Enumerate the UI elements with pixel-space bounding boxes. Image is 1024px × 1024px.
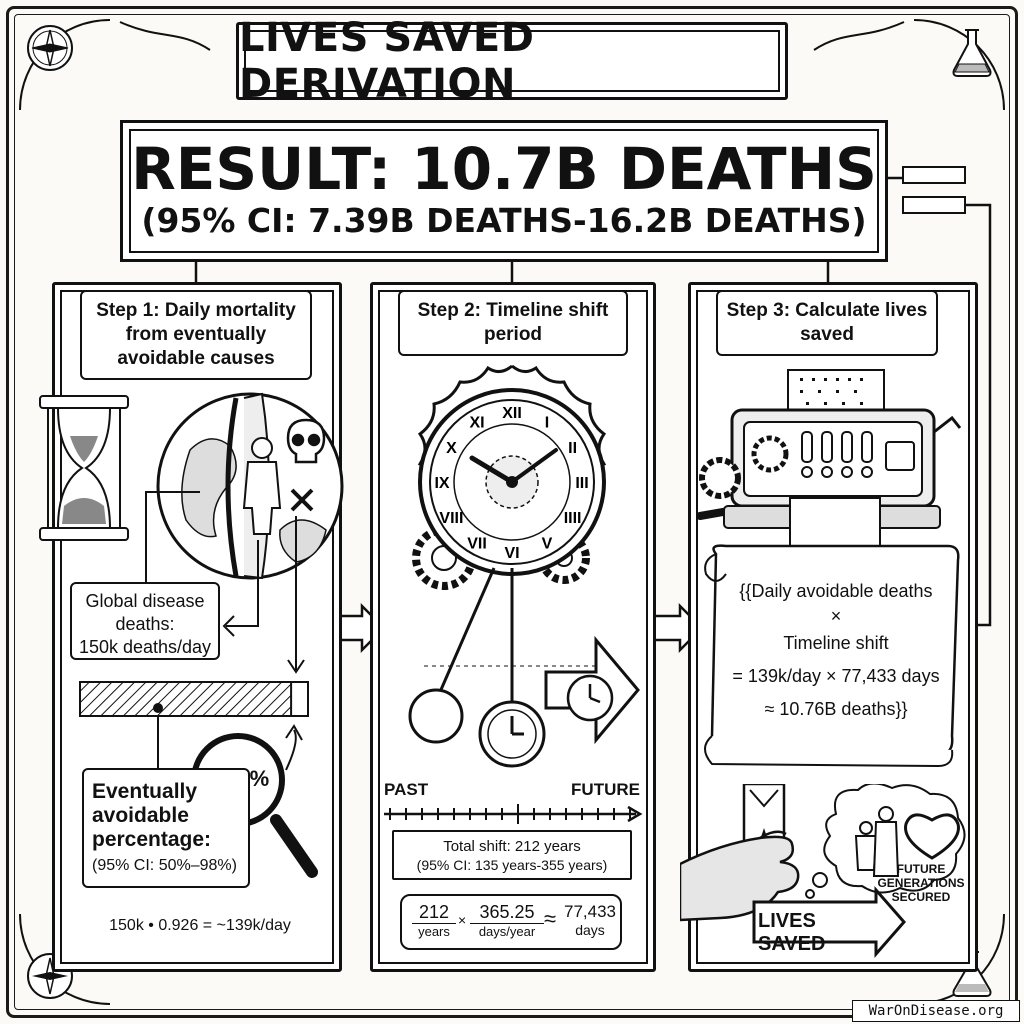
future-line-3: SECURED bbox=[891, 890, 951, 904]
avoidable-percentage-bar bbox=[79, 681, 309, 717]
clock-numeral: IX bbox=[434, 475, 449, 492]
future-line-1: FUTURE bbox=[896, 862, 946, 876]
eq-approx: ≈ bbox=[544, 906, 557, 931]
lives-saved-arrow bbox=[752, 886, 906, 958]
eq-days-per-year: 365.25 days/year bbox=[470, 902, 544, 939]
avoidable-ci: (95% CI: 50%–98%) bbox=[92, 857, 237, 874]
avoidable-label-1: Eventually bbox=[92, 780, 198, 803]
global-disease-deaths-label-2: deaths: bbox=[115, 614, 175, 634]
equals-bar-bottom bbox=[902, 196, 966, 214]
eq-total-days-value: 77,433 bbox=[564, 902, 616, 921]
watermark: WarOnDisease.org bbox=[852, 1000, 1020, 1022]
calculation-scroll bbox=[704, 544, 960, 768]
clock-numeral: XII bbox=[502, 405, 522, 422]
avoidable-label-2: avoidable bbox=[92, 804, 189, 827]
avoidable-percentage-box: Eventually avoidable percentage: (95% CI… bbox=[82, 768, 250, 888]
step1-calculation: 150k • 0.926 = ~139k/day bbox=[109, 917, 291, 934]
eq-years-value: 212 bbox=[418, 902, 450, 922]
title-banner: LIVES SAVED DERIVATION bbox=[236, 15, 788, 107]
eq-days-per-year-value: 365.25 bbox=[479, 902, 535, 922]
clock-numeral: VII bbox=[467, 536, 487, 553]
hand-icon bbox=[680, 830, 800, 922]
scroll-line-result: ≈ 10.76B deaths}} bbox=[764, 699, 908, 719]
scroll-line-daily-deaths: {{Daily avoidable deaths bbox=[739, 581, 933, 601]
inner-frame bbox=[14, 14, 1010, 1010]
eq-multiply: × bbox=[458, 912, 467, 928]
step1-label: Step 1: Daily mortality from eventually … bbox=[80, 290, 312, 380]
future-line-2: GENERATIONS bbox=[877, 876, 965, 890]
clock-numeral: II bbox=[568, 440, 577, 457]
skull-icon bbox=[286, 418, 326, 464]
clock-numeral: X bbox=[446, 440, 457, 457]
eq-total-days: 77,433 days bbox=[560, 902, 620, 938]
lives-saved-label: LIVES SAVED bbox=[758, 910, 826, 955]
global-disease-deaths-box: Global disease deaths: 150k deaths/day bbox=[70, 582, 220, 660]
clock-numeral: III bbox=[575, 475, 588, 492]
clock-numeral: VI bbox=[504, 545, 519, 562]
pendulum-icon bbox=[408, 567, 546, 768]
hourglass-icon bbox=[39, 395, 129, 541]
timeline-past-label: PAST bbox=[384, 780, 429, 799]
eq-years-unit: years bbox=[412, 923, 456, 939]
calculator-machine-icon bbox=[696, 369, 962, 549]
step3-bottom-illustration bbox=[680, 784, 966, 958]
step2-label: Step 2: Timeline shift period bbox=[398, 290, 628, 356]
step3-label: Step 3: Calculate lives saved bbox=[716, 290, 938, 356]
eq-total-days-unit: days bbox=[575, 922, 605, 938]
flask-icon bbox=[952, 29, 992, 77]
person-icon bbox=[242, 437, 282, 535]
timeline-future-label: FUTURE bbox=[571, 780, 640, 799]
equals-bar-top bbox=[902, 166, 966, 184]
total-shift-box: Total shift: 212 years (95% CI: 135 year… bbox=[392, 830, 632, 880]
global-disease-deaths-value: 150k deaths/day bbox=[78, 637, 212, 657]
eq-days-per-year-unit: days/year bbox=[470, 923, 544, 939]
compass-icon bbox=[27, 25, 73, 71]
future-arrow-icon bbox=[544, 635, 640, 745]
step1-illustration bbox=[39, 392, 344, 878]
timeline-axis bbox=[384, 804, 643, 824]
outer-frame bbox=[6, 6, 1018, 1018]
eq-years: 212 years bbox=[412, 902, 456, 939]
clock-numeral: V bbox=[542, 536, 553, 553]
clock-numeral: VIII bbox=[439, 510, 463, 527]
total-shift-value: Total shift: 212 years bbox=[443, 838, 581, 855]
family-icon bbox=[854, 806, 900, 877]
scroll-text: {{Daily avoidable deaths × Timeline shif… bbox=[716, 580, 956, 721]
result-value: RESULT: 10.7B DEATHS bbox=[131, 135, 877, 203]
clock-numeral: XI bbox=[469, 414, 484, 431]
result-box: RESULT: 10.7B DEATHS (95% CI: 7.39B DEAT… bbox=[120, 120, 888, 262]
shift-equation-box: 212 years × 365.25 days/year ≈ 77,433 da… bbox=[400, 894, 622, 950]
future-generations-caption: FUTURE GENERATIONS SECURED bbox=[866, 862, 976, 904]
global-disease-deaths-label: Global disease bbox=[85, 591, 205, 611]
scroll-line-timeline-shift: Timeline shift bbox=[783, 633, 889, 653]
avoidable-label-3: percentage: bbox=[92, 828, 212, 851]
page-title: LIVES SAVED DERIVATION bbox=[239, 15, 535, 107]
heart-icon bbox=[904, 813, 960, 860]
result-confidence-interval: (95% CI: 7.39B DEATHS-16.2B DEATHS) bbox=[141, 201, 867, 240]
total-shift-ci: (95% CI: 135 years-355 years) bbox=[416, 857, 608, 873]
scroll-line-calculation: = 139k/day × 77,433 days bbox=[732, 666, 940, 686]
scroll-line-times: × bbox=[830, 606, 842, 626]
clock-numeral: IIII bbox=[564, 510, 582, 527]
clock-numeral: I bbox=[545, 414, 549, 431]
